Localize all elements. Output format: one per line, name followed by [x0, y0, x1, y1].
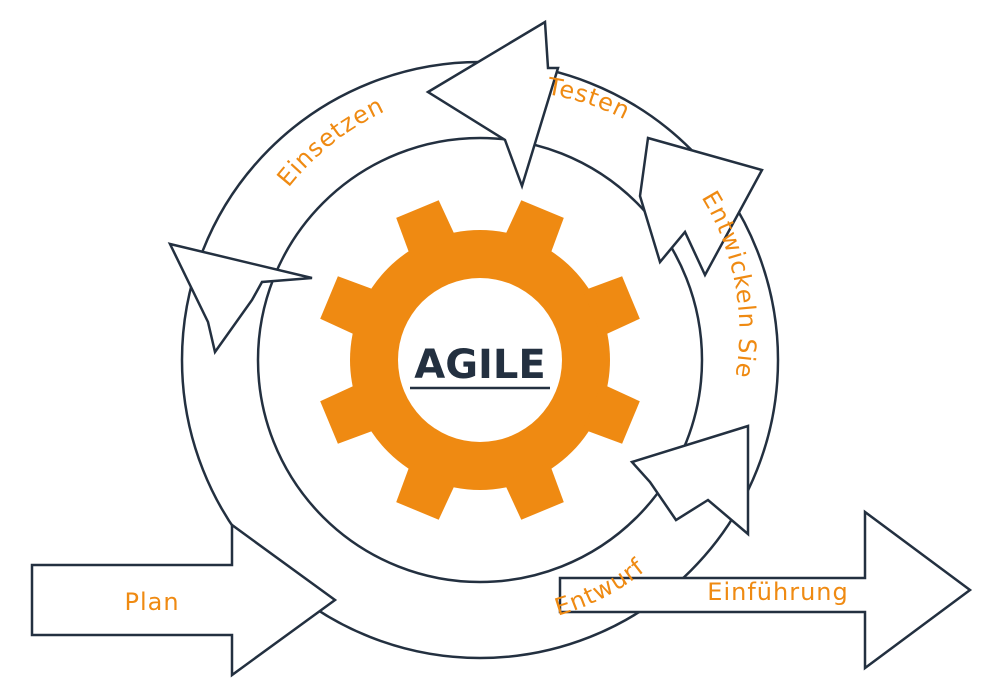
launch-arrow	[558, 509, 973, 671]
stage-plan-label: Plan	[124, 588, 179, 616]
stage-launch-label: Einführung	[707, 578, 848, 606]
gear-tooth	[320, 276, 378, 337]
gear-tooth	[320, 383, 378, 444]
gear-tooth	[503, 462, 564, 520]
gear-icon	[320, 200, 640, 520]
gear-hub	[398, 278, 562, 442]
gear-tooth	[396, 200, 457, 258]
plan-arrow	[30, 522, 338, 678]
deploy-arrowhead	[167, 242, 313, 355]
gear-tooth	[396, 462, 457, 520]
agile-title: AGILE	[414, 342, 545, 388]
gear-tooth	[582, 383, 640, 444]
design-arrowhead	[629, 424, 750, 537]
stage-test-label: Testen	[544, 72, 634, 125]
stage-deploy-label: Einsetzen	[271, 91, 388, 192]
test-arrowhead	[425, 19, 560, 190]
develop-arrowhead	[638, 136, 764, 278]
gear-tooth	[582, 276, 640, 337]
gear-tooth	[503, 200, 564, 258]
stage-develop-label: Entwickeln Sie	[696, 186, 761, 380]
